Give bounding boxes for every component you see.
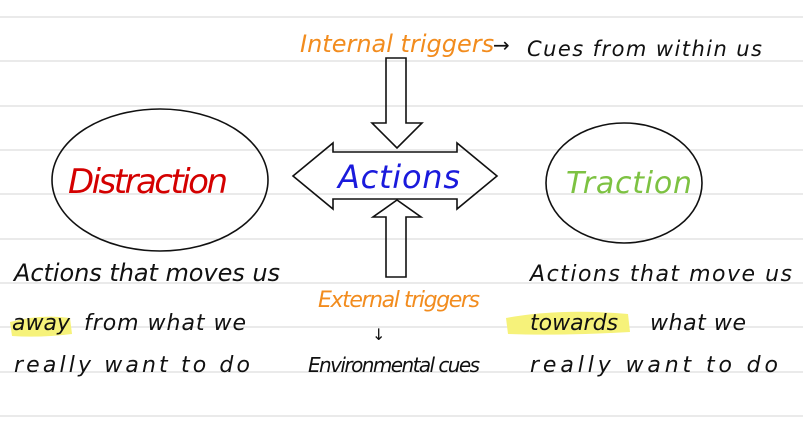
traction-line2: what we — [650, 311, 746, 336]
internal-description: Cues from within us — [527, 37, 762, 61]
traction-ellipse — [545, 122, 703, 244]
distraction-line1: Actions that moves us — [12, 259, 280, 287]
external-up-arrow — [370, 199, 424, 278]
ruled-lines — [0, 16, 803, 417]
distraction-highlight-word: away — [12, 311, 71, 336]
distraction-label: Distraction — [68, 162, 228, 202]
external-triggers-label: External triggers — [318, 288, 480, 313]
distraction-ellipse — [51, 108, 269, 252]
internal-down-arrow — [370, 57, 424, 150]
traction-highlight-word: towards — [530, 311, 618, 336]
internal-triggers-label: Internal triggers — [300, 30, 494, 58]
external-arrow: ↓ — [372, 325, 385, 344]
traction-line1: Actions that move us — [528, 262, 792, 287]
highlight-towards — [506, 311, 630, 335]
internal-arrow: → — [493, 33, 510, 57]
actions-label: Actions — [336, 158, 460, 196]
distraction-line2: from what we — [84, 311, 246, 336]
actions-double-arrow — [291, 141, 499, 211]
highlight-away — [10, 316, 72, 337]
distraction-line3: really want to do — [14, 353, 250, 378]
traction-label: Traction — [566, 166, 692, 201]
external-description: Environmental cues — [308, 353, 480, 377]
traction-line3: really want to do — [530, 353, 778, 378]
